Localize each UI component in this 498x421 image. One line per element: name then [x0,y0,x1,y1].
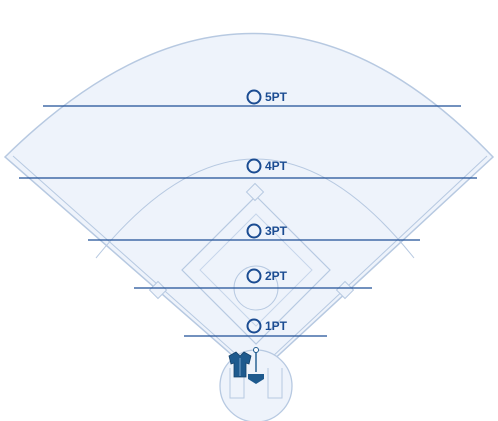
outfield [3,32,495,378]
target-ring [246,89,262,105]
home-plate-icon [248,374,264,384]
zone-label: 4PT [265,159,288,173]
target-ring [246,268,262,284]
zone-label: 1PT [265,319,288,333]
zone-label: 3PT [265,224,288,238]
batting-tee-icon [253,347,259,372]
zone-target-5pt[interactable]: 5PT [246,89,288,105]
batter-box-left [229,368,245,399]
zone-target-3pt[interactable]: 3PT [246,223,288,239]
zone-label: 2PT [265,269,288,283]
third-base [148,280,168,300]
zone-target-1pt[interactable]: 1PT [246,318,288,334]
jersey-icon [228,351,252,378]
infield-grass [199,213,313,327]
batter-box-right [267,368,283,399]
zone-target-2pt[interactable]: 2PT [246,268,288,284]
second-base [245,182,265,202]
target-ring [246,158,262,174]
target-ring [246,223,262,239]
zone-target-4pt[interactable]: 4PT [246,158,288,174]
infield-diamond [181,195,331,345]
target-ring [246,318,262,334]
zone-label: 5PT [265,90,288,104]
first-base [335,280,355,300]
